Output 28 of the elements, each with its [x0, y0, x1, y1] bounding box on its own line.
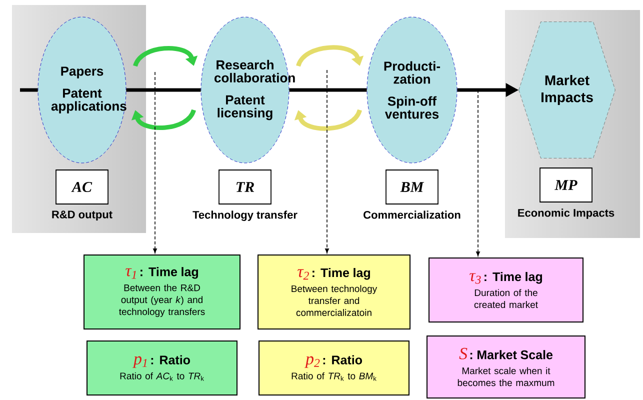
- info-card: τ$_{1}$ : Time lag Between the R&D output (year k) and technology transfers: [84, 254, 240, 330]
- info-card: τ$_{3}$ : Time lag Duration of the created market: [428, 258, 584, 322]
- info-card: p$_{2}$ : Ratio Ratio of TR$_{k}$ to BM$_{k}$: [258, 340, 410, 396]
- ellipse-node: Papers Patent applications: [38, 16, 126, 164]
- timeline-line: [289, 88, 367, 92]
- caption-label: Commercialization: [364, 210, 460, 219]
- ellipse-node: Producti- zation Spin-off ventures: [366, 16, 458, 164]
- label-box: MP: [540, 168, 592, 202]
- caption-label: R&D output: [52, 210, 112, 221]
- timeline-line: [126, 88, 201, 92]
- dashed-arrow: [476, 90, 480, 256]
- curved-arrow: [294, 109, 362, 131]
- info-card: S : Market Scale Market scale when it becomes the maxmum: [426, 336, 586, 398]
- label-box: BM: [386, 170, 438, 204]
- curved-arrow: [131, 109, 196, 130]
- timeline-line: [20, 88, 38, 92]
- info-card: p$_{1}$ : Ratio Ratio of AC$_{k}$ to TR$_{k}$: [86, 340, 238, 396]
- curved-arrow: [296, 45, 364, 67]
- caption-label: Technology transfer: [192, 210, 298, 221]
- dashed-arrow: [153, 72, 157, 254]
- label-box: TR: [218, 170, 272, 204]
- hexagon-node: Market Impacts: [518, 22, 616, 158]
- curved-arrow: [133, 46, 198, 67]
- dashed-arrow: [325, 70, 329, 254]
- caption-label: Economic Impacts: [518, 208, 614, 219]
- label-box: AC: [56, 170, 108, 204]
- ellipse-node: Research collaboration Patent licensing: [200, 16, 295, 164]
- info-card: τ$_{2}$ : Time lag Between technology transfer and commercializatoin: [258, 254, 410, 330]
